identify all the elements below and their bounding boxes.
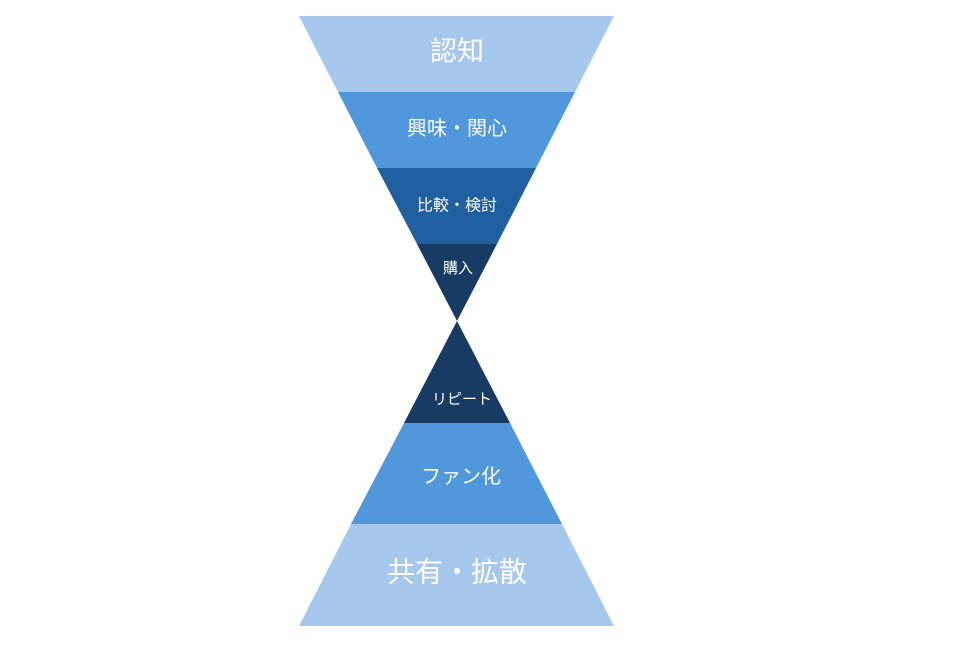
- stage-fan-label: ファン化: [421, 464, 501, 488]
- stage-fan: [351, 423, 562, 524]
- stage-repeat-label: リピート: [432, 390, 492, 408]
- stage-comparison-label: 比較・検討: [417, 196, 497, 215]
- stage-awareness-label: 認知: [430, 37, 484, 68]
- stage-comparison: [377, 168, 536, 244]
- stage-awareness: [299, 16, 614, 92]
- stage-share: [299, 524, 614, 626]
- stage-interest: [338, 92, 575, 168]
- stage-interest-label: 興味・関心: [407, 116, 507, 140]
- stage-share-label: 共有・拡散: [387, 556, 527, 589]
- stage-repeat: [404, 321, 510, 423]
- stage-purchase-label: 購入: [443, 259, 473, 277]
- stage-purchase: [417, 244, 497, 321]
